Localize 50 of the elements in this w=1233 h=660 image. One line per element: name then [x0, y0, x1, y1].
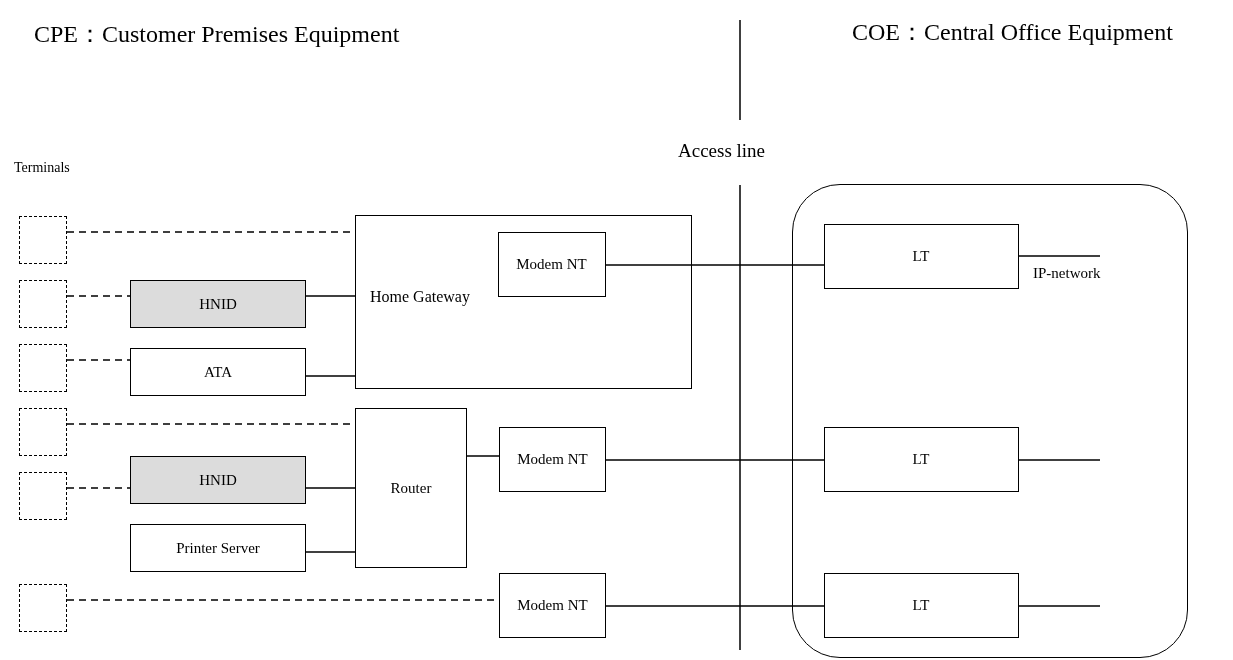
box-label: Router [390, 479, 432, 497]
device-box [130, 348, 306, 396]
connector-line [1018, 255, 1101, 257]
box-label: LT [912, 450, 930, 468]
connector-line [305, 295, 356, 297]
terminal-box [19, 280, 67, 328]
network-cloud-box [792, 184, 1188, 658]
connector-line [305, 487, 356, 489]
device-box [130, 280, 306, 328]
device-box [823, 572, 1019, 638]
connector-line [1018, 459, 1101, 461]
box-label: HNID [199, 471, 237, 489]
device-box [130, 456, 306, 504]
device-box [497, 231, 606, 297]
device-box [355, 408, 467, 568]
connector-line [466, 455, 500, 457]
device-box [823, 223, 1019, 289]
heading-label: COE：Central Office Equipment [852, 18, 1173, 47]
device-box [499, 427, 606, 492]
network-label: IP-network [1033, 265, 1101, 282]
box-label: Modem NT [516, 255, 587, 273]
device-box [823, 426, 1019, 492]
device-box [130, 524, 306, 572]
terminal-box [19, 216, 67, 264]
terminal-box [19, 344, 67, 392]
dashed-connector [66, 359, 131, 361]
heading-label: CPE：Customer Premises Equipment [34, 20, 400, 49]
device-box [499, 573, 606, 638]
terminal-box [19, 584, 67, 632]
box-label: LT [912, 247, 930, 265]
connector-line [605, 264, 825, 266]
connector-line [305, 375, 356, 377]
dashed-connector [66, 295, 131, 297]
box-label: Printer Server [176, 539, 260, 557]
box-label: Home Gateway [370, 288, 470, 306]
connector-line [1018, 605, 1101, 607]
heading-label: Access line [678, 140, 766, 162]
box-label: ATA [204, 363, 232, 381]
box-label: Modem NT [517, 597, 588, 614]
terminal-box [19, 472, 67, 520]
heading-label: Terminals [14, 160, 70, 176]
box-label: Modem NT [517, 451, 588, 468]
box-label: LT [912, 596, 930, 614]
gateway-box [355, 215, 692, 389]
box-label: HNID [199, 295, 237, 313]
connector-line [605, 605, 825, 607]
terminal-box [19, 408, 67, 456]
connector-line [605, 459, 825, 461]
dashed-connector [66, 487, 131, 489]
connector-line [305, 551, 356, 553]
